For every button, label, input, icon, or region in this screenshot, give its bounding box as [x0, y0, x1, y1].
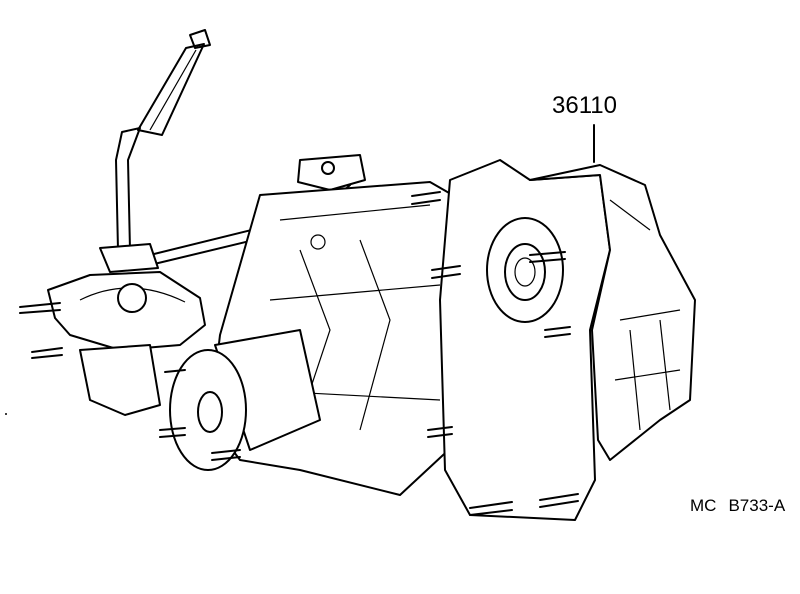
figure-prefix: MC — [690, 496, 717, 515]
adapter-plate — [411, 159, 611, 521]
dot-mark — [5, 413, 7, 415]
shift-lever — [115, 29, 211, 251]
figure-code: B733-A — [728, 496, 786, 515]
rear-housing — [529, 164, 696, 461]
figure-code-label: MC B733-A — [690, 496, 797, 516]
shift-housing — [19, 243, 206, 416]
part-number-label: 36110 — [552, 92, 617, 119]
output-flange — [159, 329, 321, 471]
